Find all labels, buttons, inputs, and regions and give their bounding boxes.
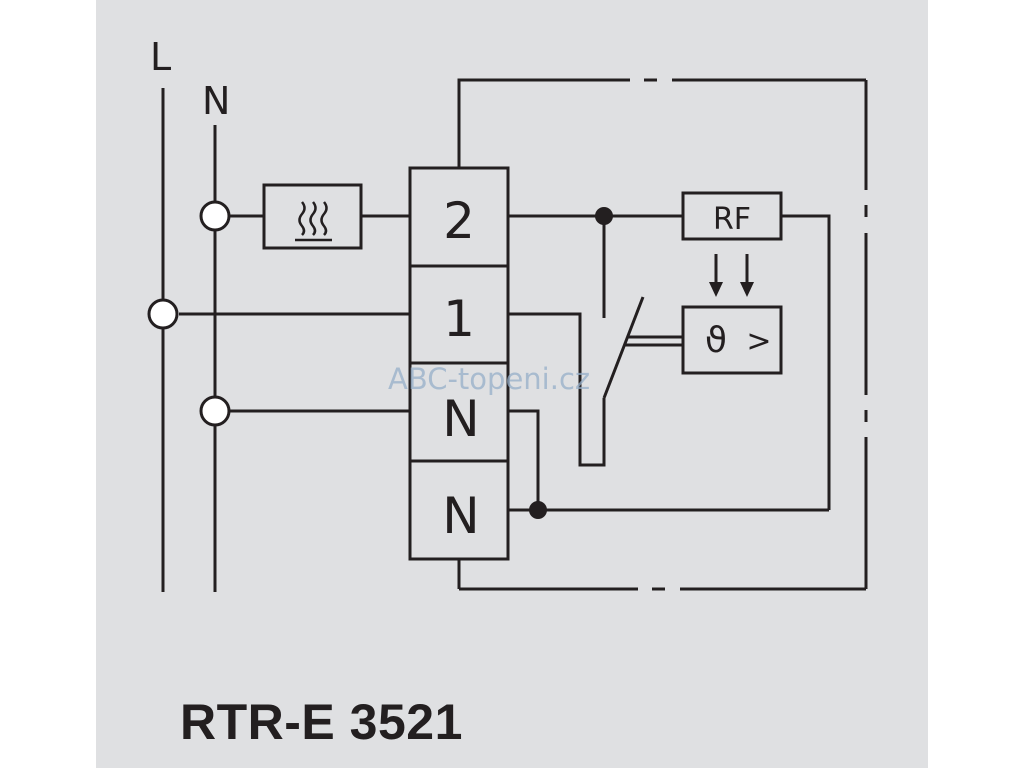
n-label: N bbox=[202, 79, 230, 123]
l-terminal-circle bbox=[147, 298, 179, 330]
terminal-label: 2 bbox=[443, 192, 475, 250]
model-title: RTR-E 3521 bbox=[180, 694, 463, 750]
terminal-label: N bbox=[442, 390, 479, 448]
n-terminal-circle bbox=[199, 200, 231, 232]
sensor-compare: > bbox=[746, 324, 771, 359]
arrow-down-icon bbox=[740, 282, 754, 297]
terminal-label: N bbox=[442, 487, 479, 545]
sensor-symbol: ϑ bbox=[705, 320, 727, 361]
terminal-label: 1 bbox=[443, 290, 475, 348]
arrow-down-icon bbox=[709, 282, 723, 297]
switch-contact bbox=[602, 296, 645, 399]
sensor-box bbox=[681, 305, 783, 375]
rf-label: RF bbox=[713, 202, 751, 237]
diagram-background bbox=[96, 0, 928, 768]
junction-dot bbox=[595, 207, 613, 225]
junction-dot bbox=[529, 501, 547, 519]
heater-icon bbox=[295, 201, 332, 242]
n-terminal-circle bbox=[199, 395, 231, 427]
watermark: ABC-topeni.cz bbox=[388, 362, 591, 396]
l-label: L bbox=[150, 35, 171, 79]
